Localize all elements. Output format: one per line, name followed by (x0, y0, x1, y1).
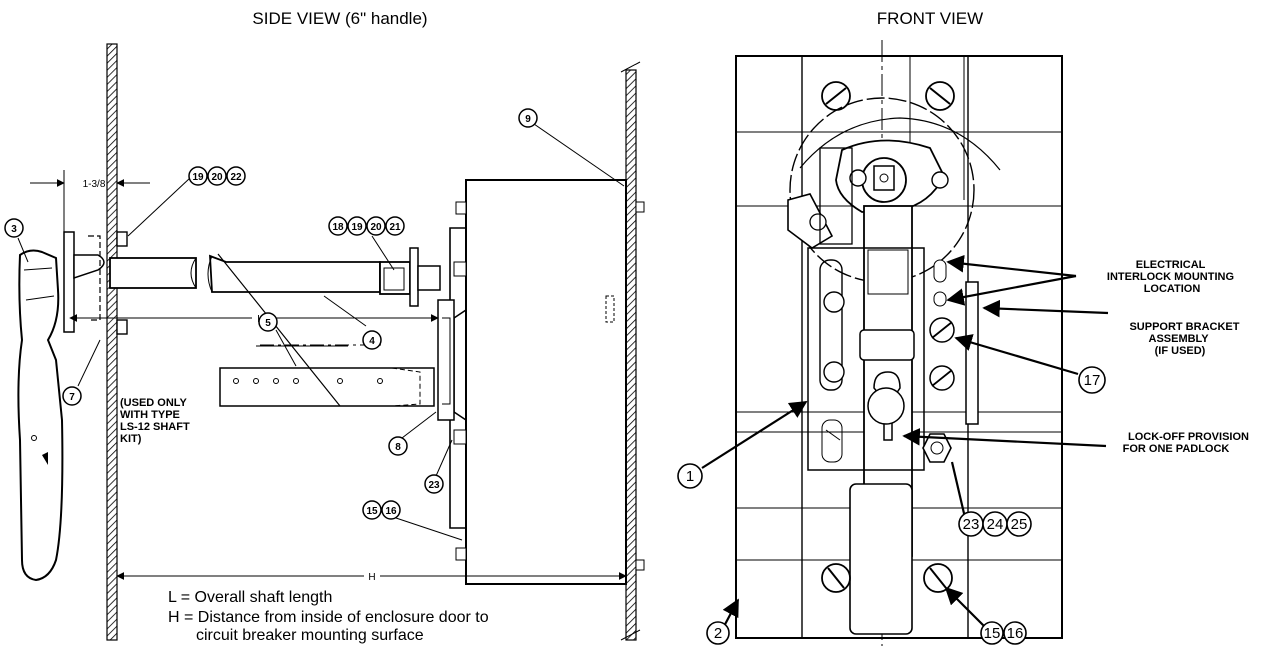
callout-23-24-25: 23 24 25 (958, 511, 1032, 537)
dim-1-3-8: 1-3/8 (30, 170, 150, 240)
dim-H: H (116, 572, 627, 583)
svg-text:16: 16 (385, 506, 397, 517)
electrical-interlock-label: ELECTRICAL INTERLOCK MOUNTING LOCATION (1107, 259, 1237, 295)
callout-8: 8 (388, 436, 408, 456)
electrical-line-3: LOCATION (1144, 283, 1201, 295)
svg-text:19: 19 (351, 222, 363, 233)
electrical-line-1: ELECTRICAL (1136, 259, 1206, 271)
electrical-line-2: INTERLOCK MOUNTING (1107, 271, 1234, 283)
svg-text:17: 17 (1084, 372, 1101, 389)
legend-line-3: circuit breaker mounting surface (196, 627, 424, 644)
svg-text:1: 1 (686, 468, 694, 485)
svg-text:15: 15 (366, 506, 378, 517)
svg-text:18: 18 (332, 222, 344, 233)
svg-text:21: 21 (389, 222, 401, 233)
legend-line-1: L = Overall shaft length (168, 589, 332, 606)
support-bracket (965, 281, 979, 425)
svg-text:8: 8 (395, 442, 401, 453)
callout-5: 5 (258, 312, 278, 332)
callout-15-16: 15 16 (362, 500, 401, 520)
callout-7: 7 (62, 386, 82, 406)
ls12-note-line-2: WITH TYPE (120, 409, 180, 421)
svg-text:23: 23 (428, 480, 440, 491)
side-view-title: SIDE VIEW (6" handle) (252, 9, 427, 28)
svg-text:4: 4 (369, 336, 375, 347)
svg-text:23: 23 (963, 516, 980, 533)
callout-1: 1 (677, 463, 703, 489)
legend: L = Overall shaft length H = Distance fr… (168, 589, 489, 644)
lockoff-label: LOCK-OFF PROVISION FOR ONE PADLOCK (1123, 431, 1252, 455)
svg-text:19: 19 (192, 172, 204, 183)
callout-2: 2 (706, 621, 730, 645)
side-view: 1-3/8 L H (USED ONLY WITH TYPE LS-12 SHA… (4, 43, 645, 644)
enclosure-door-wall (106, 43, 118, 641)
ls12-note: (USED ONLY WITH TYPE LS-12 SHAFT KIT) (120, 397, 193, 445)
extension-holes (233, 378, 383, 384)
callout-4: 4 (362, 330, 382, 350)
callout-3: 3 (4, 218, 24, 238)
callout-18-19-20-21: 18 19 20 21 (328, 216, 405, 236)
lockoff-line-1: LOCK-OFF PROVISION (1128, 431, 1249, 443)
svg-text:20: 20 (370, 222, 382, 233)
callout-23: 23 (424, 474, 444, 494)
svg-text:7: 7 (69, 392, 75, 403)
bottom-screw-right (923, 563, 953, 593)
svg-text:24: 24 (987, 516, 1004, 533)
legend-line-2: H = Distance from inside of enclosure do… (168, 609, 489, 626)
circuit-breaker-body (465, 179, 627, 585)
callout-17: 17 (1078, 366, 1106, 394)
mounting-surface-wall (625, 69, 637, 641)
ls12-note-line-3: LS-12 SHAFT (120, 421, 190, 433)
svg-text:20: 20 (211, 172, 223, 183)
dim-H-label: H (368, 572, 375, 583)
callout-9: 9 (518, 108, 538, 128)
support-line-3: (IF USED) (1155, 345, 1206, 357)
front-view: ELECTRICAL INTERLOCK MOUNTING LOCATION S… (677, 40, 1252, 646)
svg-text:5: 5 (265, 318, 271, 329)
top-screw-left (821, 81, 851, 111)
dim-1-3-8-label: 1-3/8 (83, 179, 106, 190)
bottom-screw-left (821, 563, 851, 593)
operating-handle (17, 249, 64, 582)
callout-19-20-22: 19 20 22 (188, 166, 246, 186)
support-line-2: ASSEMBLY (1149, 333, 1210, 345)
top-screw-right (925, 81, 955, 111)
support-screw-2 (929, 365, 955, 391)
support-line-1: SUPPORT BRACKET (1129, 321, 1239, 333)
front-view-title: FRONT VIEW (877, 9, 983, 28)
lock-hex-nut (922, 433, 952, 463)
lockoff-line-2: FOR ONE PADLOCK (1123, 443, 1230, 455)
svg-text:25: 25 (1011, 516, 1028, 533)
ls12-shaft-extension (219, 367, 435, 407)
svg-text:2: 2 (714, 625, 722, 642)
svg-text:9: 9 (525, 114, 531, 125)
svg-text:15: 15 (984, 625, 1001, 642)
support-bracket-label: SUPPORT BRACKET ASSEMBLY (IF USED) (1129, 321, 1242, 357)
support-screw-1 (929, 317, 955, 343)
callout-15-16-front: 15 16 (980, 621, 1027, 645)
svg-text:16: 16 (1007, 625, 1024, 642)
ls12-note-line-4: KIT) (120, 433, 142, 445)
shaft (109, 257, 197, 289)
ls12-note-line-1: (USED ONLY (120, 397, 187, 409)
svg-text:3: 3 (11, 224, 17, 235)
svg-text:22: 22 (230, 172, 242, 183)
